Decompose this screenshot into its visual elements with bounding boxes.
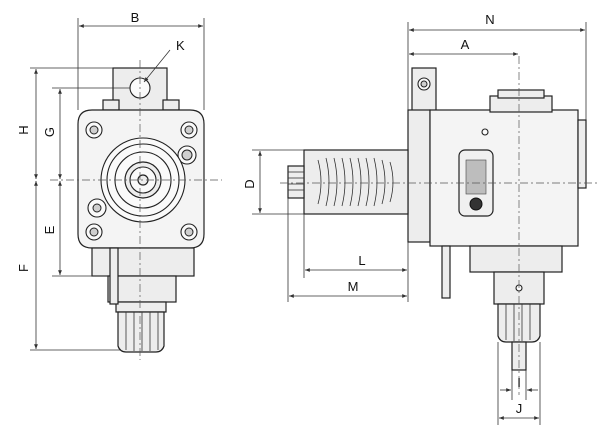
side-housing <box>429 109 579 247</box>
dim-label-A: A <box>461 37 470 52</box>
shank-body <box>303 149 409 215</box>
dim-label-G: G <box>42 127 57 137</box>
side-view <box>280 56 598 395</box>
side-lower-flange <box>469 245 563 273</box>
coolant-tube <box>109 247 119 305</box>
front-dimensions: B K H G E F <box>16 10 205 351</box>
dim-label-M: M <box>348 279 359 294</box>
mounting-plate <box>407 109 431 243</box>
dim-label-F: F <box>16 264 31 272</box>
corner-bolts <box>85 121 198 241</box>
spline-tip <box>287 165 305 199</box>
side-coolant-tube <box>441 245 451 299</box>
shoulder-left <box>102 99 120 111</box>
side-dimensions: N A D L M I J <box>242 12 587 425</box>
dim-label-D: D <box>242 179 257 188</box>
dim-label-H: H <box>16 125 31 134</box>
shoulder-right <box>162 99 180 111</box>
dim-label-B: B <box>131 10 140 25</box>
dim-label-N: N <box>485 12 494 27</box>
lower-flange <box>91 247 195 277</box>
dim-label-I: I <box>517 375 521 390</box>
dim-label-K: K <box>176 38 185 53</box>
shank-threads <box>317 157 394 207</box>
front-view <box>50 60 222 360</box>
collet-nut <box>117 311 165 353</box>
dim-label-E: E <box>42 225 57 234</box>
dim-label-J: J <box>516 401 523 416</box>
dim-label-L: L <box>358 253 365 268</box>
